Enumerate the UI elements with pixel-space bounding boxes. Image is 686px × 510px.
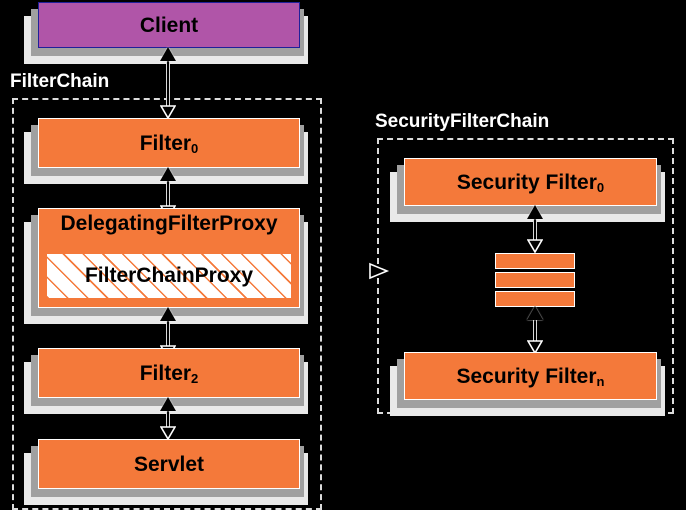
arrowhead-down-hollow: [160, 105, 176, 119]
node-security-filter-n-text: Security Filter: [456, 364, 597, 388]
node-security-filter-n-sheet-front: Security Filtern: [404, 352, 657, 400]
node-filter-2-sheet-front: Filter2: [38, 348, 300, 398]
ellipsis-bar-1: [495, 253, 575, 269]
ellipsis-bar-3: [495, 291, 575, 307]
node-servlet-sheet-front: Servlet: [38, 439, 300, 489]
node-delegating-filter-proxy[interactable]: DelegatingFilterProxy FilterChainProxy: [24, 208, 308, 324]
node-security-filter-n-label: Security Filtern: [456, 364, 605, 390]
node-client[interactable]: Client: [24, 2, 308, 64]
connector-shaft: [166, 56, 170, 108]
node-servlet-label: Servlet: [133, 452, 205, 476]
connector-client-to-filter0: [157, 47, 179, 119]
connector-shaft: [166, 176, 170, 208]
node-filter-chain-proxy[interactable]: FilterChainProxy: [45, 252, 293, 300]
connector-shaft: [533, 315, 537, 343]
node-servlet[interactable]: Servlet: [24, 439, 308, 505]
arrowhead-down-hollow: [160, 426, 176, 440]
connector-securityfilter0-to-bars: [524, 205, 546, 253]
connector-bars-to-securityfiltern: [524, 306, 546, 354]
ellipsis-bar-2: [495, 272, 575, 288]
group-label-filterchain: FilterChain: [10, 71, 110, 92]
node-security-filter-n[interactable]: Security Filtern: [390, 352, 665, 416]
connector-filter2-to-servlet: [157, 397, 179, 440]
node-client-sheet-front: Client: [38, 2, 300, 48]
node-filter-0-subscript: 0: [191, 141, 199, 157]
node-filter-2[interactable]: Filter2: [24, 348, 308, 414]
node-filter-0-sheet-front: Filter0: [38, 118, 300, 168]
node-filter-2-text: Filter: [139, 361, 192, 385]
node-security-filter-0-sheet-front: Security Filter0: [404, 158, 657, 206]
node-filter-2-label: Filter2: [139, 361, 199, 387]
node-client-label: Client: [139, 13, 199, 37]
node-security-filter-n-subscript: n: [596, 374, 605, 390]
node-security-filter-0[interactable]: Security Filter0: [390, 158, 665, 222]
node-filter-0[interactable]: Filter0: [24, 118, 308, 184]
connector-shaft: [533, 214, 537, 242]
node-filter-2-subscript: 2: [191, 371, 199, 387]
node-filter-0-text: Filter: [139, 131, 192, 155]
connector-shaft: [166, 316, 170, 348]
node-security-filter-0-label: Security Filter0: [456, 170, 605, 196]
arrowhead-up-filled: [160, 397, 176, 411]
arrowhead-up-filled: [160, 47, 176, 61]
connector-filterchainproxy-to-securityfilterchain: [368, 262, 390, 280]
group-label-securityfilterchain: SecurityFilterChain: [375, 111, 550, 132]
node-delegating-label: DelegatingFilterProxy: [60, 212, 278, 235]
arrowhead-down-hollow: [527, 340, 543, 354]
node-security-filter-0-subscript: 0: [596, 180, 605, 196]
arrowhead-up-filled: [527, 205, 543, 219]
node-security-filter-0-text: Security Filter: [456, 170, 597, 194]
arrowhead-up-filled: [160, 307, 176, 321]
arrowhead-up-filled: [527, 306, 543, 320]
connector-shaft: [166, 406, 170, 429]
node-filter-0-label: Filter0: [139, 131, 199, 157]
node-filter-chain-proxy-label: FilterChainProxy: [84, 264, 254, 287]
arrowhead-down-hollow: [527, 239, 543, 253]
arrowhead-up-filled: [160, 167, 176, 181]
